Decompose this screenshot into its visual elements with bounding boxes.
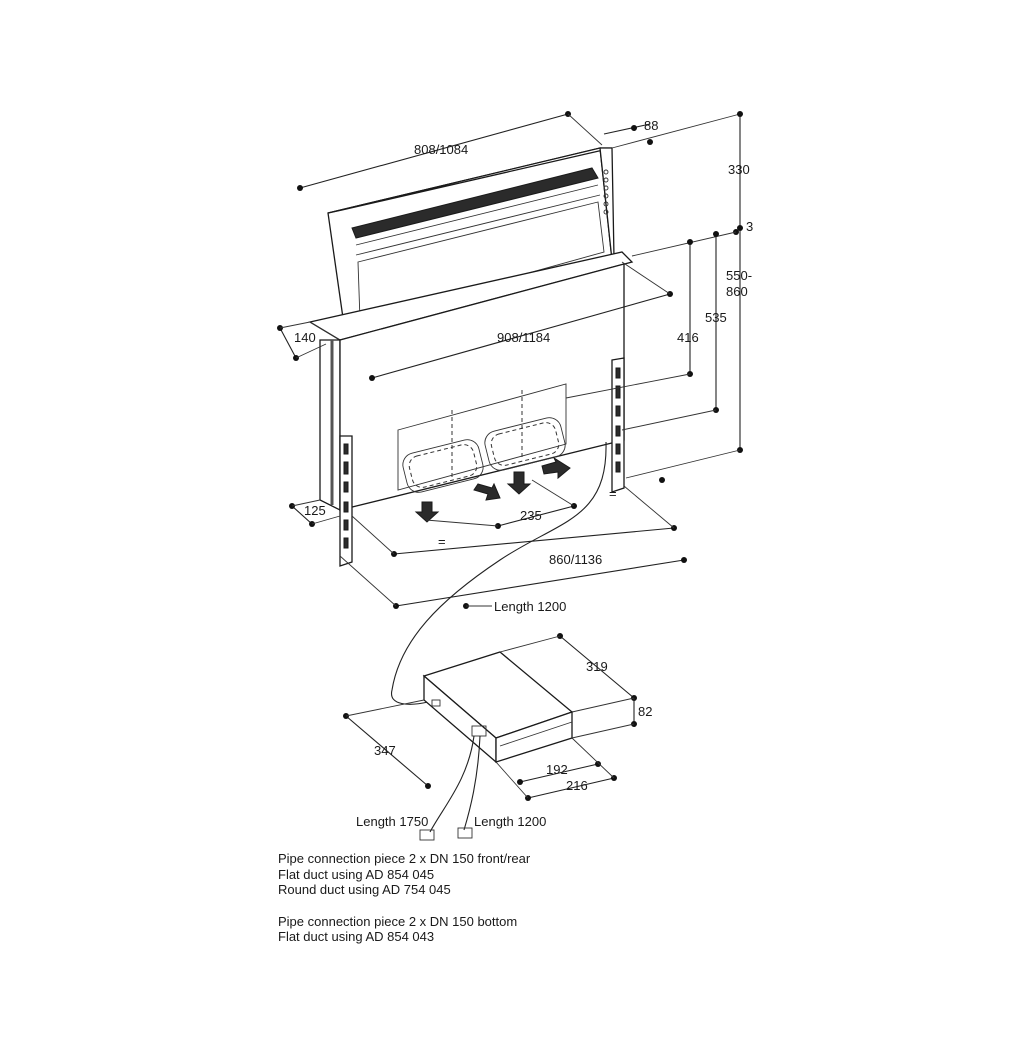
label-height-range-1: 550-	[726, 268, 752, 283]
label-depth-top: 88	[644, 118, 658, 133]
label-width-top: 808/1084	[414, 142, 468, 157]
label-cable-1750: Length 1750	[356, 814, 428, 829]
worktop-plate	[308, 251, 634, 341]
control-buttons	[603, 169, 609, 215]
label-height-535: 535	[705, 310, 727, 325]
label-height-top: 330	[728, 162, 750, 177]
label-gap: 3	[746, 219, 753, 234]
label-cable-1200b: Length 1200	[474, 814, 546, 829]
label-equal-1: =	[438, 534, 446, 549]
fan-unit	[343, 633, 637, 841]
label-bottom-depth: 125	[304, 503, 326, 518]
right-bracket	[611, 357, 625, 493]
label-offset: 235	[520, 508, 542, 523]
label-worktop-depth: 140	[294, 330, 316, 345]
label-fan-height: 82	[638, 704, 652, 719]
label-cable-length: Length 1200	[494, 599, 566, 614]
label-cutout-width: 860/1136	[549, 552, 602, 567]
dimension-lines	[277, 111, 743, 705]
note-line-1: Pipe connection piece 2 x DN 150 front/r…	[278, 851, 531, 866]
installation-notes: Pipe connection piece 2 x DN 150 front/r…	[278, 851, 530, 945]
note-line-4: Pipe connection piece 2 x DN 150 bottom	[278, 913, 518, 929]
label-fan-depth: 319	[586, 659, 608, 674]
note-line-2: Flat duct using AD 854 045	[278, 866, 435, 882]
label-fan-192: 192	[546, 762, 568, 777]
label-worktop-width: 908/1184	[497, 330, 550, 345]
left-bracket	[339, 435, 353, 567]
note-line-5: Flat duct using AD 854 043	[278, 929, 435, 944]
label-equal-2: =	[609, 486, 617, 501]
dimension-labels: 808/1084 88 330 3 550- 860 535 416 908/1…	[294, 118, 753, 829]
label-height-range-2: 860	[726, 284, 748, 299]
downdraft-hood	[327, 147, 615, 333]
note-line-3: Round duct using AD 754 045	[278, 882, 451, 897]
label-fan-width: 347	[374, 743, 396, 758]
label-fan-216: 216	[566, 778, 588, 793]
label-height-416: 416	[677, 330, 699, 345]
